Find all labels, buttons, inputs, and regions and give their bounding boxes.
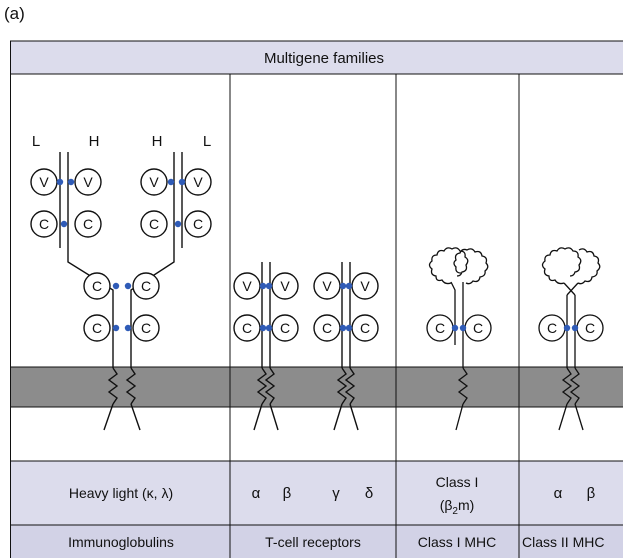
disulfide-bond [265, 282, 273, 290]
table-grid [10, 40, 623, 558]
header-title: Multigene families [264, 50, 384, 67]
disulfide-bond [345, 324, 353, 332]
chains-label-beta-tcr: β [283, 485, 292, 502]
tcr-v-label: V [280, 278, 290, 294]
chains-label-immunoglobulin: Heavy light (κ, λ) [69, 485, 173, 501]
ig-c-label: C [39, 216, 49, 232]
ig-v-domain [140, 168, 168, 196]
class-ii-mhc-molecule: C C [538, 247, 604, 431]
alpha1-domain [428, 247, 469, 285]
tcr-v-label: V [360, 278, 370, 294]
ig-c-label: C [149, 216, 159, 232]
disulfide-bond [339, 282, 347, 290]
ig-c-label: C [83, 216, 93, 232]
disulfide-bond [563, 324, 571, 332]
disulfide-bond [167, 178, 175, 186]
alpha2-domain [453, 248, 489, 285]
ig-c-domain [83, 314, 111, 342]
disulfide-bond [112, 324, 120, 332]
disulfide-bond [571, 324, 579, 332]
class-ii-c-label: C [547, 320, 557, 336]
class-ii-c-label: C [585, 320, 595, 336]
disulfide-bond [259, 324, 267, 332]
disulfide-bond [60, 220, 68, 228]
class-i-c-label: C [473, 320, 483, 336]
heavy-chain-letter-left: H [89, 133, 100, 150]
chains-label-class-i-line1: Class I [436, 474, 479, 490]
disulfide-bond [459, 324, 467, 332]
tcr-c-label: C [242, 320, 252, 336]
tcr-c-label: C [280, 320, 290, 336]
light-chain-letter-right: L [203, 133, 211, 150]
ig-v-label: V [193, 174, 203, 190]
family-label-class-i-mhc: Class I MHC [418, 534, 497, 550]
disulfide-bond [174, 220, 182, 228]
family-label-t-cell-receptors: T-cell receptors [265, 534, 361, 550]
disulfide-bond [265, 324, 273, 332]
disulfide-bond [259, 282, 267, 290]
class-i-mhc-molecule: C C [426, 247, 492, 431]
chain-label-band [10, 461, 623, 525]
disulfide-bond [124, 282, 132, 290]
tcr-c-label: C [322, 320, 332, 336]
chains-label-delta-tcr: δ [365, 485, 373, 502]
panel-label: (a) [4, 4, 25, 23]
header-band [10, 41, 623, 74]
ig-v-domain [74, 168, 102, 196]
ig-c-domain [132, 314, 160, 342]
disulfide-bond [345, 282, 353, 290]
ig-c-domain [74, 210, 102, 238]
family-label-band [10, 525, 623, 558]
class-i-c-label: C [435, 320, 445, 336]
ig-c-domain [83, 272, 111, 300]
ig-c-label: C [92, 278, 102, 294]
beta1-domain [577, 248, 601, 285]
ig-c-domain [30, 210, 58, 238]
chains-label-alpha-tcr: α [252, 485, 261, 502]
ig-v-label: V [149, 174, 159, 190]
disulfide-bond [56, 178, 64, 186]
cell-membrane [10, 367, 623, 407]
ig-c-domain [140, 210, 168, 238]
light-chain-letter-left: L [32, 133, 40, 150]
disulfide-bond [112, 282, 120, 290]
heavy-chain-letter-right: H [152, 133, 163, 150]
ig-c-label: C [141, 320, 151, 336]
family-label-class-ii-mhc: Class II MHC [522, 534, 604, 550]
ig-v-label: V [83, 174, 93, 190]
disulfide-bond [67, 178, 75, 186]
disulfide-bond [124, 324, 132, 332]
tcr-v-label: V [242, 278, 252, 294]
ig-c-label: C [141, 278, 151, 294]
ig-c-label: C [92, 320, 102, 336]
chains-label-alpha-mhc2: α [554, 485, 563, 502]
disulfide-bond [178, 178, 186, 186]
tcr-c-label: C [360, 320, 370, 336]
t-cell-receptor-molecules: V V V V C C C C [233, 262, 379, 431]
chains-label-gamma-tcr: γ [332, 485, 340, 502]
disulfide-bond [339, 324, 347, 332]
ig-v-label: V [39, 174, 49, 190]
immunoglobulin-molecule: L H H L V V V V C C C C C [30, 133, 212, 431]
ig-c-label: C [193, 216, 203, 232]
tcr-v-label: V [322, 278, 332, 294]
chains-label-class-i-line2: (β2m) [440, 497, 475, 517]
ig-c-domain [132, 272, 160, 300]
family-label-immunoglobulins: Immunoglobulins [68, 534, 174, 550]
chains-label-beta-mhc2: β [587, 485, 596, 502]
alpha1-domain [541, 247, 582, 285]
disulfide-bond [451, 324, 459, 332]
ig-c-domain [184, 210, 212, 238]
